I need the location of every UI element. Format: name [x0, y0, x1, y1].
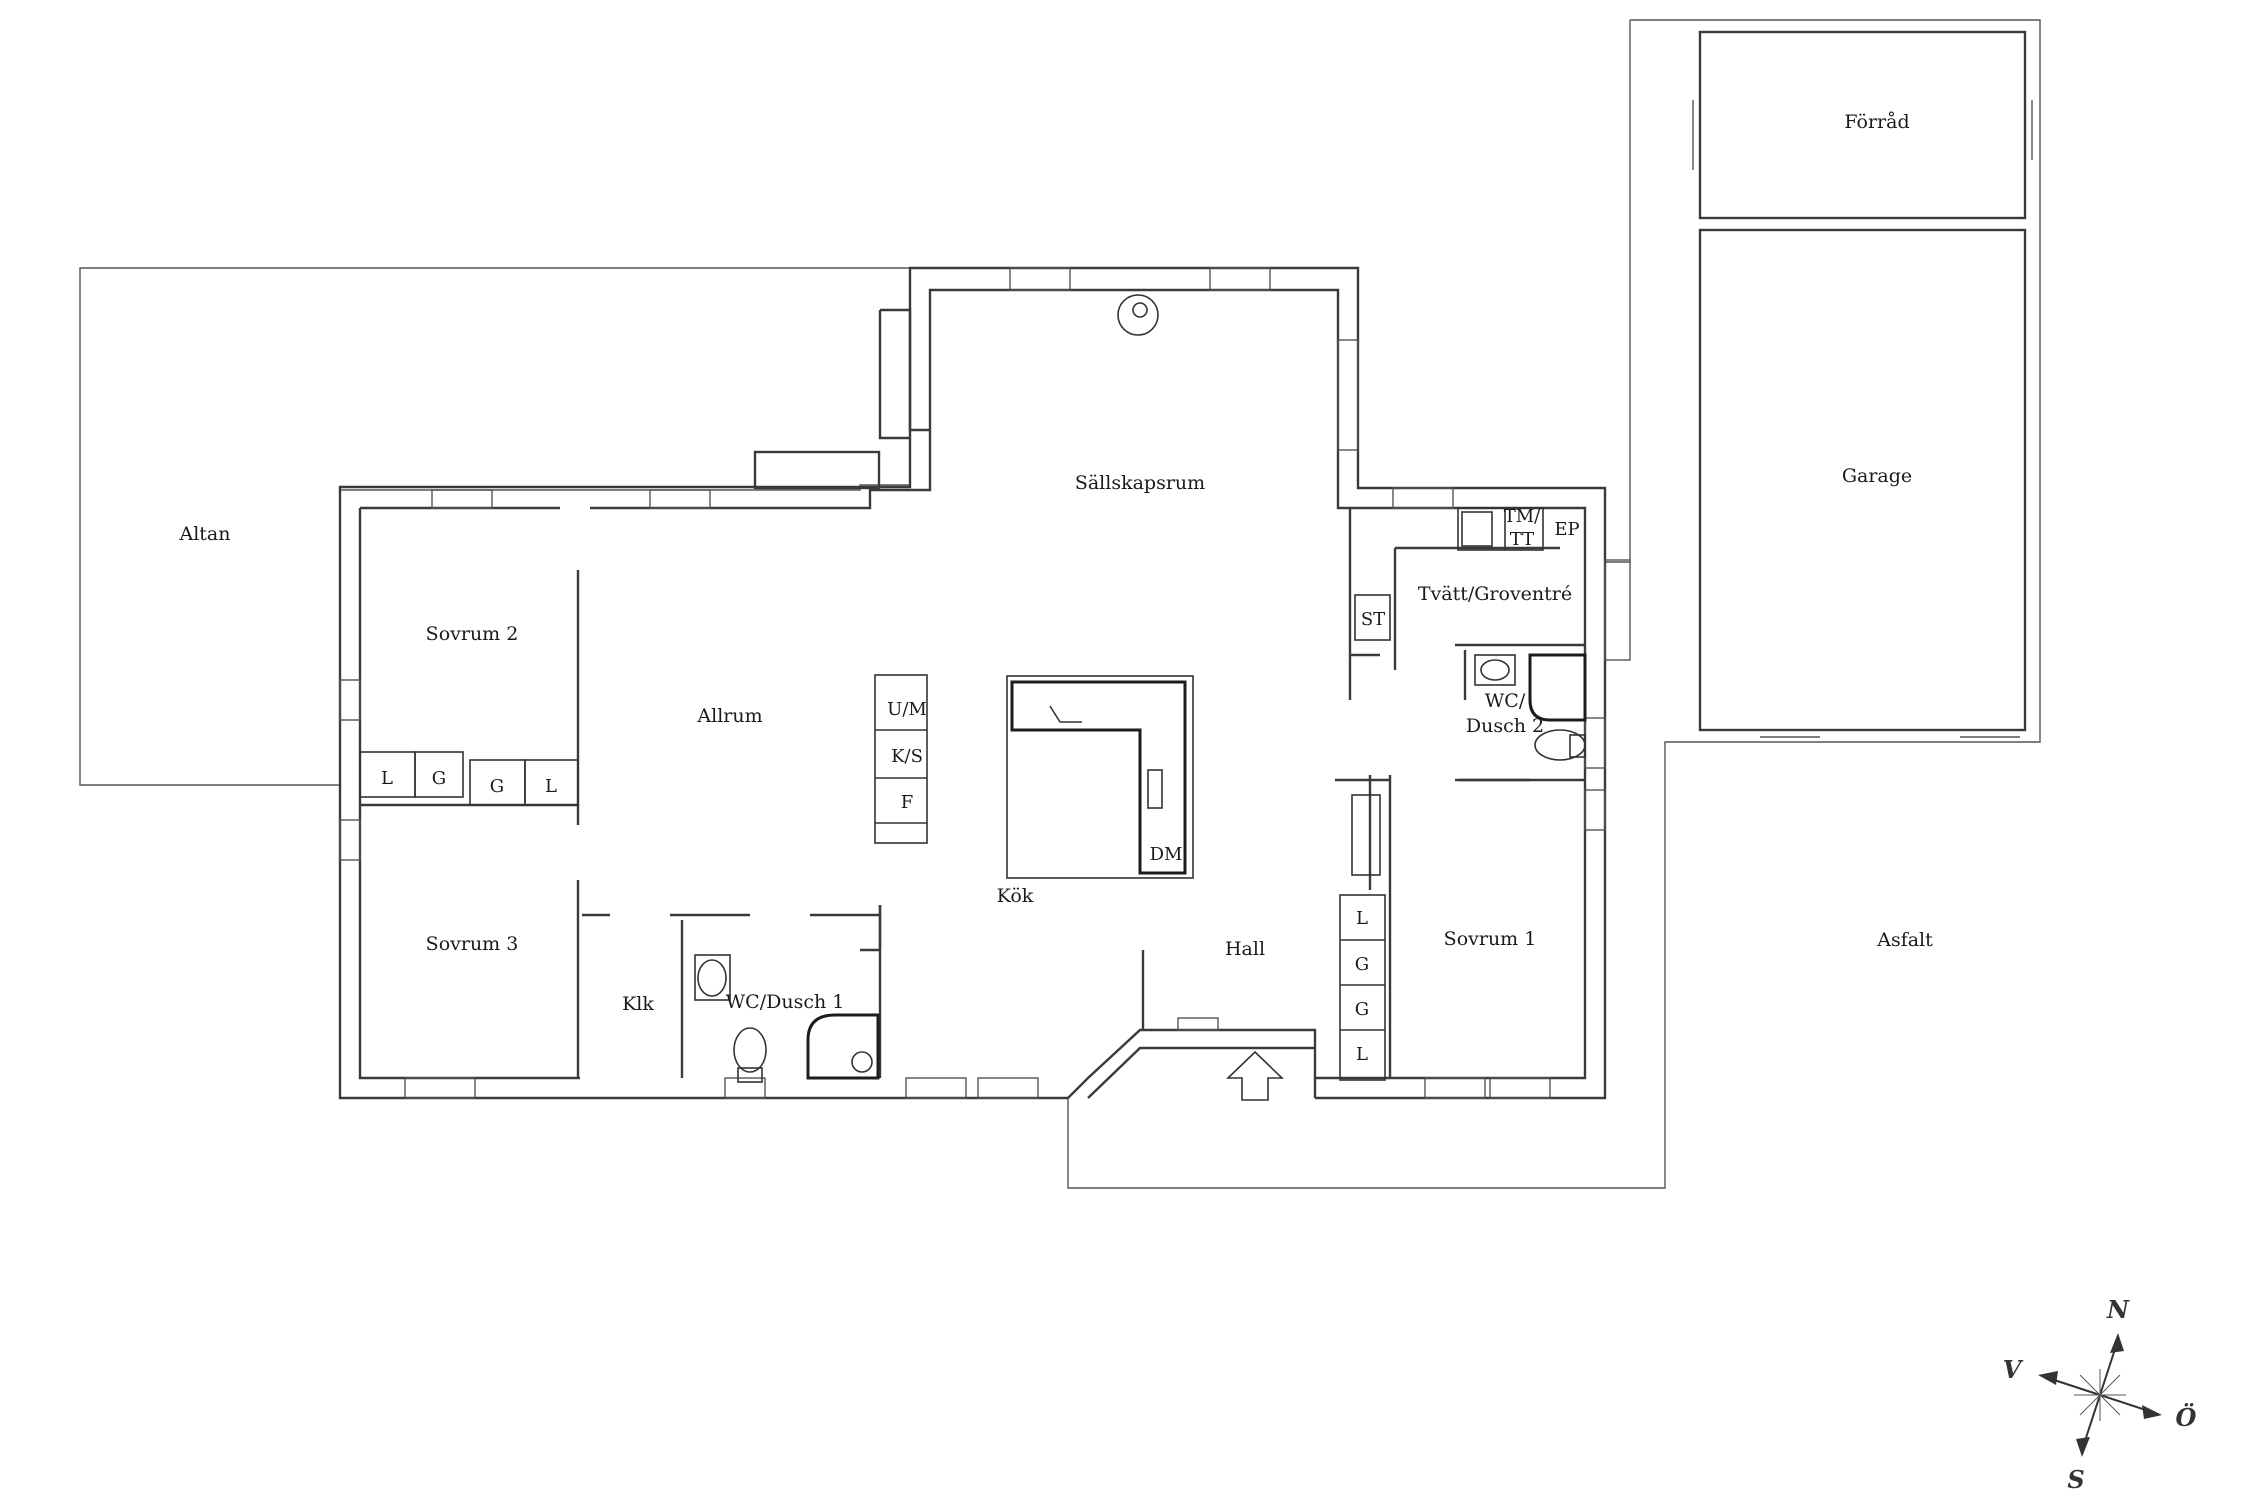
- room-label-sallskapsrum: Sällskapsrum: [1075, 472, 1205, 494]
- hall-closets: [1339, 894, 1386, 1081]
- room-label-wc-dusch2-line1: WC/: [1485, 690, 1526, 712]
- forrad-outline: [1698, 30, 2027, 220]
- toilet-1-icon: [733, 1027, 767, 1073]
- room-label-kok: Kök: [997, 885, 1034, 907]
- fixture-label-um: U/M: [887, 699, 927, 720]
- room-label-garage: Garage: [1842, 465, 1912, 487]
- closet-label-s3-right: L: [545, 776, 557, 797]
- compass-rose-icon: [2038, 1333, 2162, 1457]
- kitchen-counter: [1010, 680, 1187, 875]
- fixture-label-tt: TT: [1510, 529, 1534, 550]
- area-label-asfalt: Asfalt: [1876, 929, 1933, 951]
- fixture-label-ep: EP: [1554, 519, 1579, 540]
- closet-label-s2-right: G: [432, 768, 446, 789]
- entrance-arrow-icon: [1226, 1050, 1284, 1101]
- fixture-label-tm: TM/: [1504, 506, 1541, 527]
- compass-o: Ö: [2176, 1403, 2197, 1432]
- room-label-wc-dusch2-line2: Dusch 2: [1466, 715, 1544, 737]
- hall-closet-label-4: L: [1356, 1044, 1368, 1065]
- hall-closet-label-3: G: [1355, 999, 1369, 1020]
- compass-v: V: [2003, 1355, 2024, 1384]
- fixture-label-dm: DM: [1150, 844, 1183, 865]
- garage-outline: [1698, 228, 2027, 732]
- room-label-sovrum3: Sovrum 3: [426, 933, 519, 955]
- room-label-klk: Klk: [622, 993, 654, 1015]
- compass-n: N: [2106, 1295, 2130, 1324]
- closet-label-s3-left: G: [490, 776, 504, 797]
- room-label-altan: Altan: [179, 523, 231, 545]
- room-label-wc-dusch1: WC/Dusch 1: [726, 991, 845, 1013]
- room-label-forrad: Förråd: [1844, 111, 1909, 133]
- room-label-tvatt: Tvätt/Groventré: [1418, 583, 1572, 605]
- hall-closet-label-2: G: [1355, 954, 1369, 975]
- asfalt-outline: [1605, 20, 1631, 563]
- windows: [339, 267, 1631, 1099]
- house-exterior-wall: [338, 490, 1068, 1100]
- room-label-sovrum1: Sovrum 1: [1444, 928, 1537, 950]
- hall-closet-label-1: L: [1356, 908, 1368, 929]
- fixture-label-ks: K/S: [891, 746, 923, 767]
- room-label-sovrum2: Sovrum 2: [426, 623, 519, 645]
- asfalt-outline-lower: [1067, 19, 2041, 1189]
- storage-units: [874, 674, 928, 844]
- compass-s: S: [2067, 1465, 2084, 1494]
- fixture-label-st: ST: [1361, 609, 1385, 630]
- closet-label-s2-left: L: [381, 768, 393, 789]
- room-label-hall: Hall: [1225, 938, 1265, 960]
- fixture-label-f: F: [901, 792, 914, 813]
- room-label-allrum: Allrum: [696, 705, 762, 727]
- fireplace-icon: [1117, 294, 1159, 336]
